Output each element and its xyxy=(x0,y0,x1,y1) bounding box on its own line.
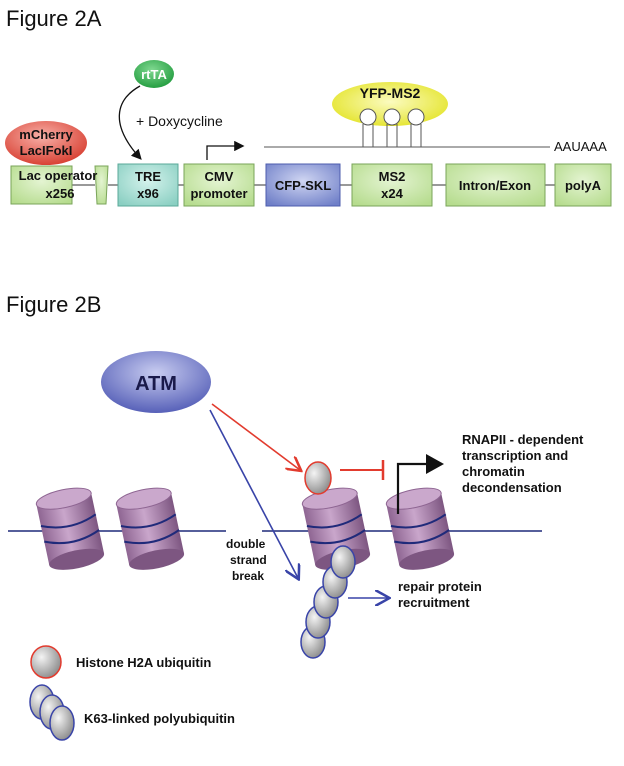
polya-signal-label: AAUAAA xyxy=(554,139,607,154)
construct-diagram: mCherry LacIFokI Lac operator x256 TRE x… xyxy=(5,60,612,207)
inhibition-symbol xyxy=(340,460,385,480)
polya-label: polyA xyxy=(565,178,602,193)
rtta: rtTA xyxy=(134,60,174,88)
legend-k63-label: K63-linked polyubiquitin xyxy=(84,711,235,726)
h2a-ubiquitin-bead xyxy=(304,461,332,495)
rnapii-label-line1: RNAPII - dependent xyxy=(462,432,584,447)
intron-exon-box: Intron/Exon xyxy=(445,163,546,207)
cmv-promoter-box: CMV promoter xyxy=(183,163,255,207)
laci-foki-label: LacIFokI xyxy=(20,143,73,158)
tre-count: x96 xyxy=(137,186,159,201)
mcherry-label: mCherry xyxy=(19,127,73,142)
tre-box: TRE x96 xyxy=(117,163,179,207)
transcription-arrow xyxy=(396,462,428,514)
dsb-label-line2: strand xyxy=(230,553,267,567)
doxycycline-label: + Doxycycline xyxy=(136,113,223,129)
nucleosome xyxy=(385,487,455,570)
ms2-box: MS2 x24 xyxy=(351,163,433,207)
mrna-transcript: YFP-MS2 AAUAAA xyxy=(264,82,607,154)
repair-label-line1: repair protein xyxy=(398,579,482,594)
figure-2b-title: Figure 2B xyxy=(6,292,102,317)
polya-box: polyA xyxy=(554,163,612,207)
cfp-skl-label: CFP-SKL xyxy=(275,178,331,193)
cfp-skl-box: CFP-SKL xyxy=(265,163,341,207)
legend: Histone H2A ubiquitin K63-linked polyubi… xyxy=(29,645,235,741)
lac-operator-box xyxy=(10,165,109,205)
legend-h2a-label: Histone H2A ubiquitin xyxy=(76,655,211,670)
rnapii-label-line4: decondensation xyxy=(462,480,562,495)
stem-loop xyxy=(407,108,425,147)
repair-label-line2: recruitment xyxy=(398,595,470,610)
atm-to-h2a-arrow xyxy=(211,403,300,470)
atm-to-polyub-arrow xyxy=(209,409,298,578)
legend-k63-swatch xyxy=(29,684,75,741)
rtta-label: rtTA xyxy=(141,67,167,82)
k63-polyubiquitin-chain xyxy=(300,545,356,659)
stem-loop xyxy=(383,108,401,147)
promoter-label: promoter xyxy=(190,186,247,201)
dna-damage-diagram: ATM xyxy=(8,351,584,741)
yfp-ms2-label: YFP-MS2 xyxy=(360,85,421,101)
legend-h2a-swatch xyxy=(30,645,62,679)
rnapii-label-line2: transcription and xyxy=(462,448,568,463)
transcription-start-arrow xyxy=(206,140,245,160)
nucleosome xyxy=(115,487,185,570)
rtta-binding-arrow xyxy=(118,85,142,160)
transcription-arrowhead xyxy=(426,454,444,474)
cmv-label: CMV xyxy=(205,169,234,184)
ms2-count: x24 xyxy=(381,186,403,201)
figure-2a-title: Figure 2A xyxy=(6,6,102,31)
dsb-label-line1: double xyxy=(226,537,266,551)
lac-operator-label: Lac operator xyxy=(19,168,98,183)
lac-operator-count: x256 xyxy=(46,186,75,201)
nucleosome xyxy=(35,487,105,570)
dsb-label-line3: break xyxy=(232,569,264,583)
rnapii-label-line3: chromatin xyxy=(462,464,525,479)
mcherry-laci-foki: mCherry LacIFokI xyxy=(5,121,87,165)
atm-label: ATM xyxy=(135,373,177,395)
stem-loop xyxy=(359,108,377,147)
intron-exon-label: Intron/Exon xyxy=(459,178,531,193)
atm-kinase: ATM xyxy=(101,351,211,413)
tre-label: TRE xyxy=(135,169,161,184)
ms2-label: MS2 xyxy=(379,169,406,184)
